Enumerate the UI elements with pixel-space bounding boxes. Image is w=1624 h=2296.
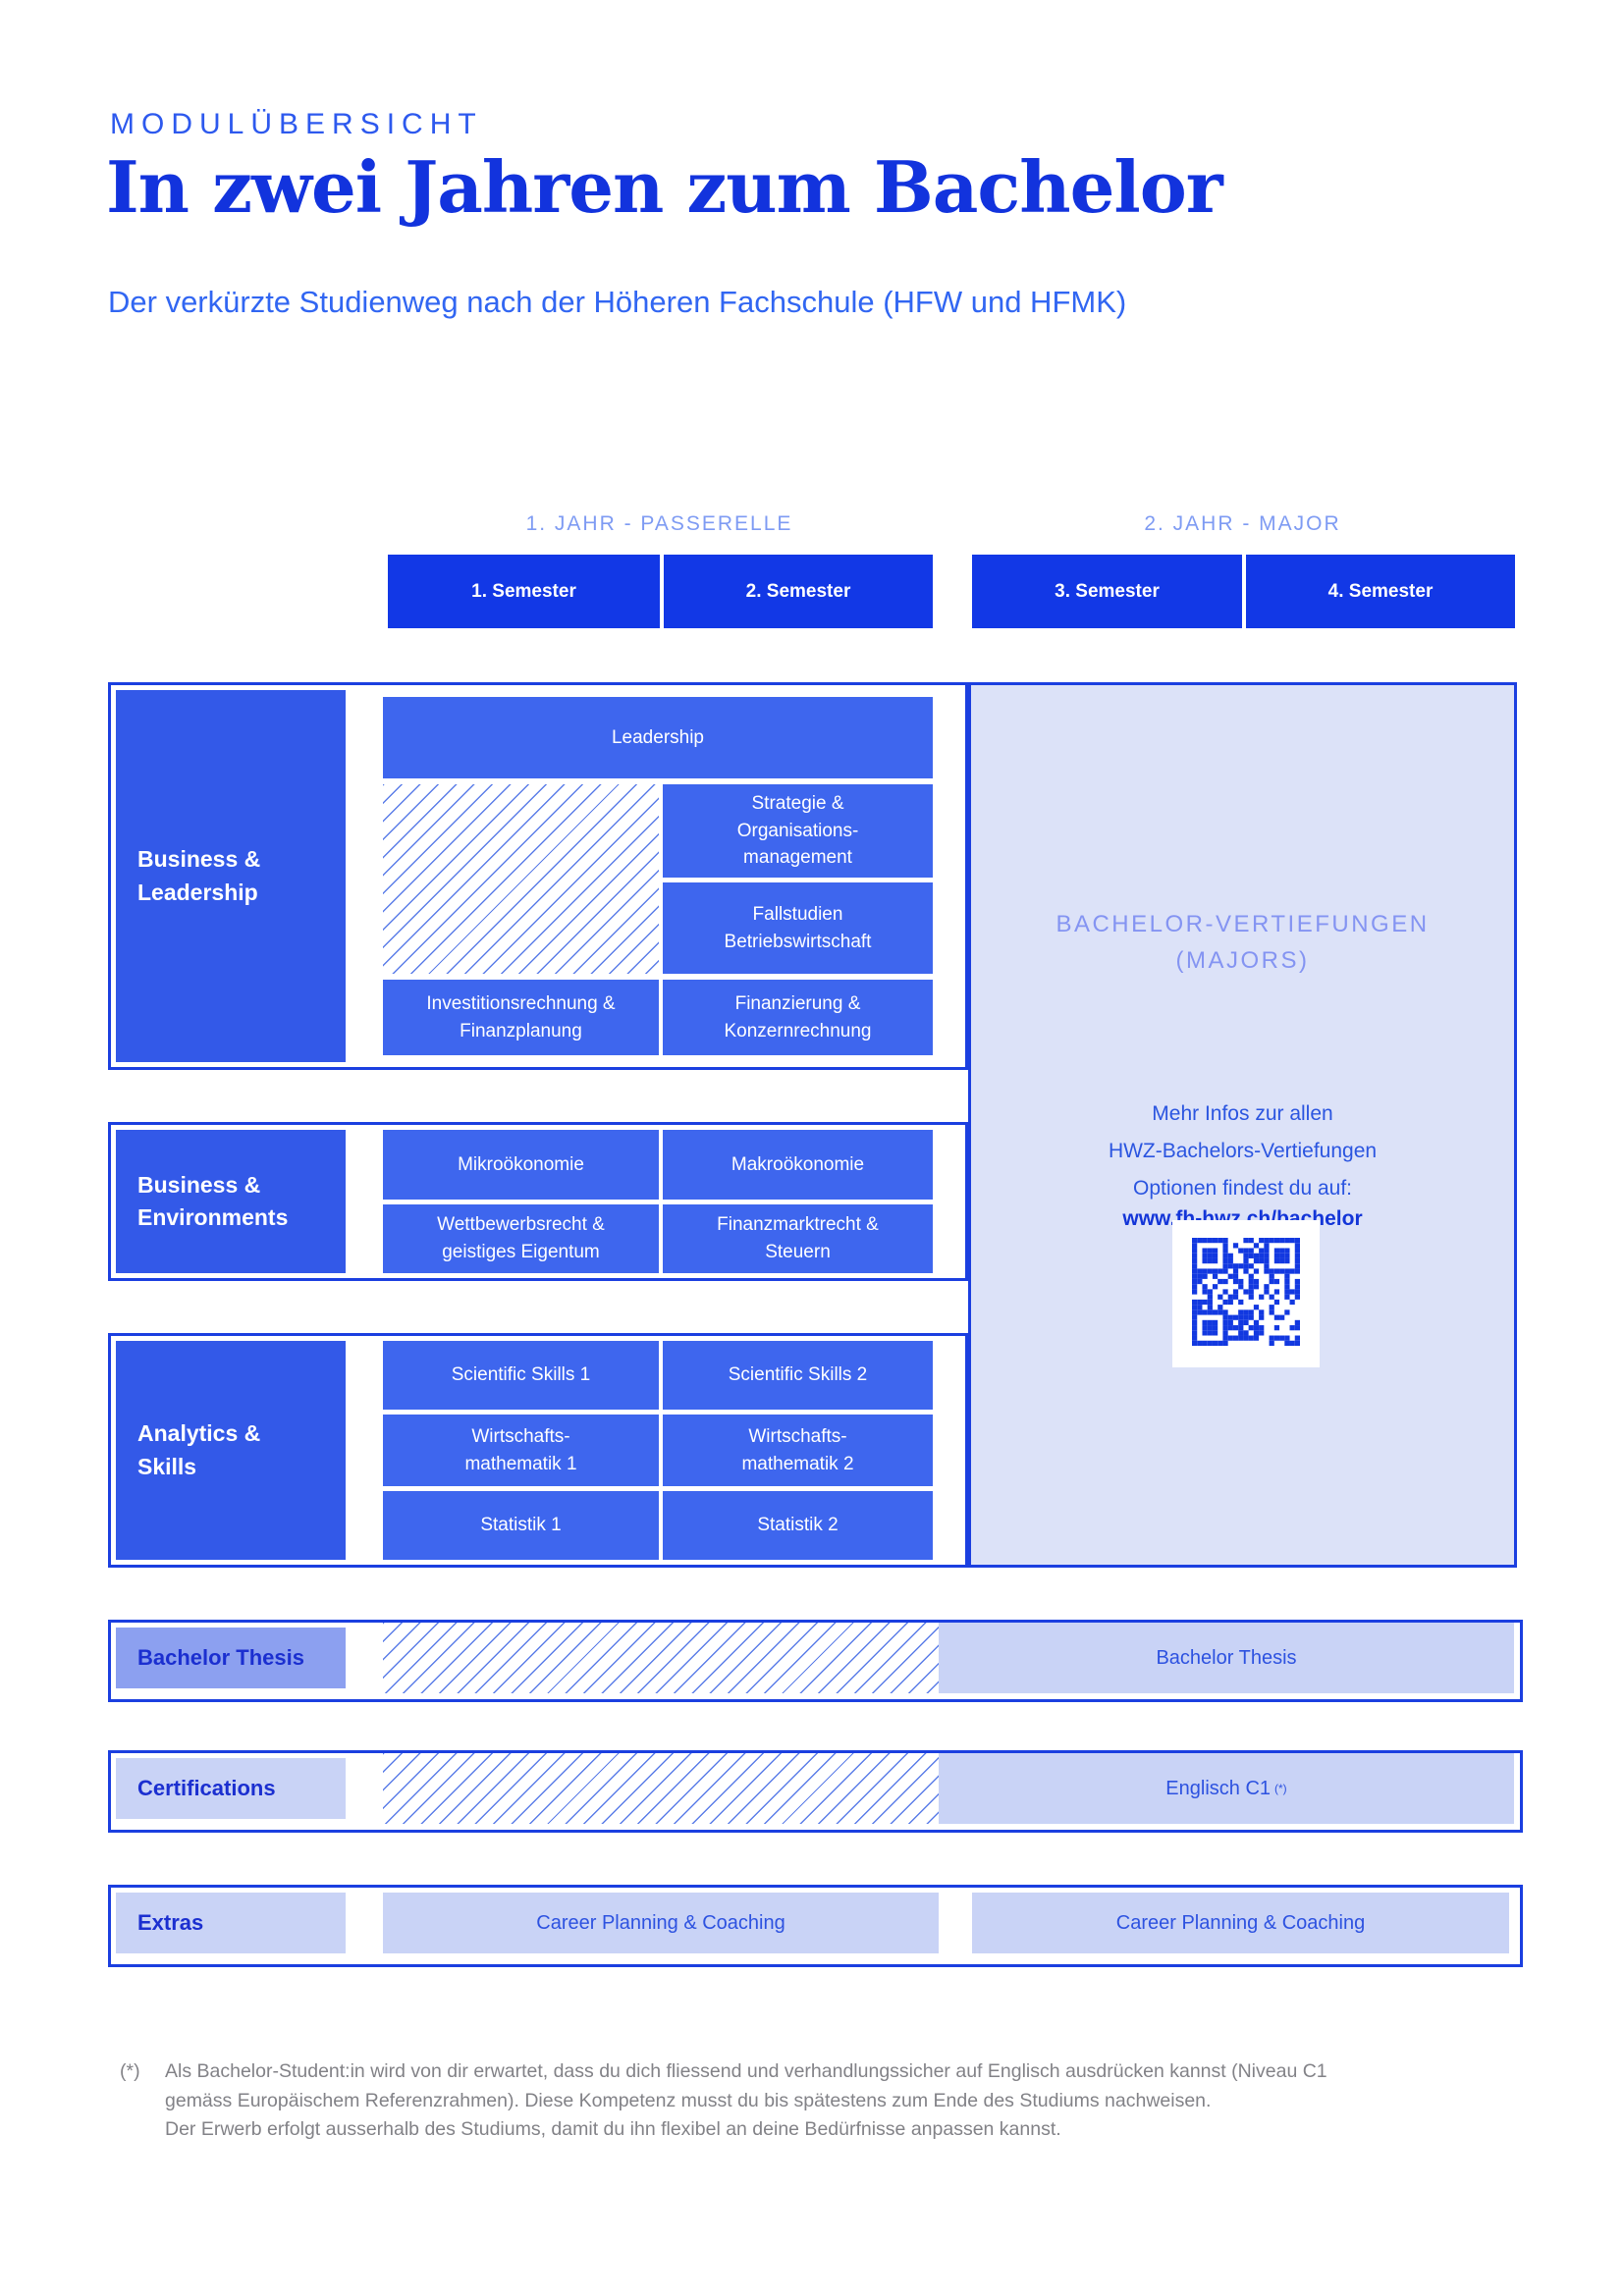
module-scientific-skills-1: Scientific Skills 1 bbox=[383, 1341, 659, 1410]
footnote-reference: (*) bbox=[1274, 1782, 1287, 1795]
semester-header-2: 2. Semester bbox=[664, 555, 933, 628]
qr-code-container bbox=[1172, 1220, 1320, 1367]
module-bachelor-thesis: Bachelor Thesis bbox=[939, 1623, 1514, 1693]
module-wirtschaftsmathematik-2: Wirtschafts- mathematik 2 bbox=[663, 1415, 933, 1486]
module-statistik-2: Statistik 2 bbox=[663, 1491, 933, 1560]
module-wettbewerbsrecht-geistiges-eigentum: Wettbewerbsrecht & geistiges Eigentum bbox=[383, 1204, 659, 1273]
module-career-planning-coaching-year2: Career Planning & Coaching bbox=[972, 1893, 1509, 1953]
footnote-marker: (*) bbox=[120, 2060, 140, 2082]
module-makrooekonomie: Makroökonomie bbox=[663, 1130, 933, 1200]
footnote-line: Der Erwerb erfolgt ausserhalb des Studiu… bbox=[165, 2118, 1061, 2140]
row-label-extras: Extras bbox=[116, 1893, 346, 1953]
year-label-major: 2. JAHR - MAJOR bbox=[1144, 512, 1341, 535]
module-finanzierung-konzernrechnung: Finanzierung & Konzernrechnung bbox=[663, 980, 933, 1055]
hatched-empty-area bbox=[383, 784, 659, 974]
semester-header-1: 1. Semester bbox=[388, 555, 660, 628]
eyebrow-label: MODULÜBERSICHT bbox=[110, 108, 483, 140]
module-englisch-c1: Englisch C1(*) bbox=[939, 1753, 1514, 1824]
row-label-certifications: Certifications bbox=[116, 1758, 346, 1819]
row-extras: Extras Career Planning & Coaching Career… bbox=[108, 1885, 1523, 1967]
footnote-text: Als Bachelor-Student:in wird von dir erw… bbox=[165, 2057, 1540, 2145]
module-wirtschaftsmathematik-1: Wirtschafts- mathematik 1 bbox=[383, 1415, 659, 1486]
module-fallstudien-betriebswirtschaft: Fallstudien Betriebswirtschaft bbox=[663, 882, 933, 974]
module-scientific-skills-2: Scientific Skills 2 bbox=[663, 1341, 933, 1410]
section-business-leadership: Business & Leadership Leadership Strateg… bbox=[108, 682, 968, 1070]
footnote-line: Als Bachelor-Student:in wird von dir erw… bbox=[165, 2060, 1327, 2082]
section-label-analytics-skills: Analytics & Skills bbox=[116, 1341, 346, 1560]
semester-header-3: 3. Semester bbox=[972, 555, 1242, 628]
module-finanzmarktrecht-steuern: Finanzmarktrecht & Steuern bbox=[663, 1204, 933, 1273]
page-title: In zwei Jahren zum Bachelor bbox=[106, 145, 1223, 229]
section-business-environments: Business & Environments Mikroökonomie Ma… bbox=[108, 1122, 968, 1281]
hatched-empty-area bbox=[383, 1623, 939, 1693]
hatched-empty-area bbox=[383, 1753, 939, 1824]
section-label-business-leadership: Business & Leadership bbox=[116, 690, 346, 1062]
englisch-c1-label: Englisch C1 bbox=[1165, 1777, 1272, 1799]
row-certifications: Certifications Englisch C1(*) bbox=[108, 1750, 1523, 1833]
module-strategie-organisationsmanagement: Strategie & Organisations- management bbox=[663, 784, 933, 878]
module-leadership: Leadership bbox=[383, 697, 933, 778]
majors-info-text: Mehr Infos zur allen HWZ-Bachelors-Verti… bbox=[1108, 1102, 1378, 1200]
row-bachelor-thesis: Bachelor Thesis Bachelor Thesis bbox=[108, 1620, 1523, 1702]
module-career-planning-coaching-year1: Career Planning & Coaching bbox=[383, 1893, 939, 1953]
majors-title: BACHELOR-VERTIEFUNGEN (MAJORS) bbox=[1056, 911, 1430, 974]
year-label-passerelle: 1. JAHR - PASSERELLE bbox=[525, 512, 793, 535]
page-subtitle: Der verkürzte Studienweg nach der Höhere… bbox=[108, 285, 1127, 319]
module-statistik-1: Statistik 1 bbox=[383, 1491, 659, 1560]
section-label-business-environments: Business & Environments bbox=[116, 1130, 346, 1273]
module-mikrooekonomie: Mikroökonomie bbox=[383, 1130, 659, 1200]
section-analytics-skills: Analytics & Skills Scientific Skills 1 S… bbox=[108, 1333, 968, 1568]
semester-header-4: 4. Semester bbox=[1246, 555, 1515, 628]
footnote-line: gemäss Europäischem Referenzrahmen). Die… bbox=[165, 2089, 1212, 2111]
qr-code bbox=[1192, 1237, 1300, 1351]
majors-panel: BACHELOR-VERTIEFUNGEN (MAJORS) Mehr Info… bbox=[968, 682, 1517, 1568]
module-investitionsrechnung-finanzplanung: Investitionsrechnung & Finanzplanung bbox=[383, 980, 659, 1055]
row-label-bachelor-thesis: Bachelor Thesis bbox=[116, 1628, 346, 1688]
